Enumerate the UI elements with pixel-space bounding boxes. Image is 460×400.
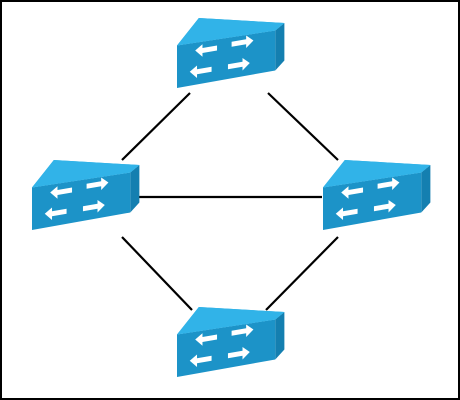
link-top-left (121, 92, 191, 161)
link-right-bottom (265, 236, 339, 311)
links (121, 92, 339, 311)
link-top-right (267, 92, 339, 161)
link-left-bottom (121, 236, 193, 311)
